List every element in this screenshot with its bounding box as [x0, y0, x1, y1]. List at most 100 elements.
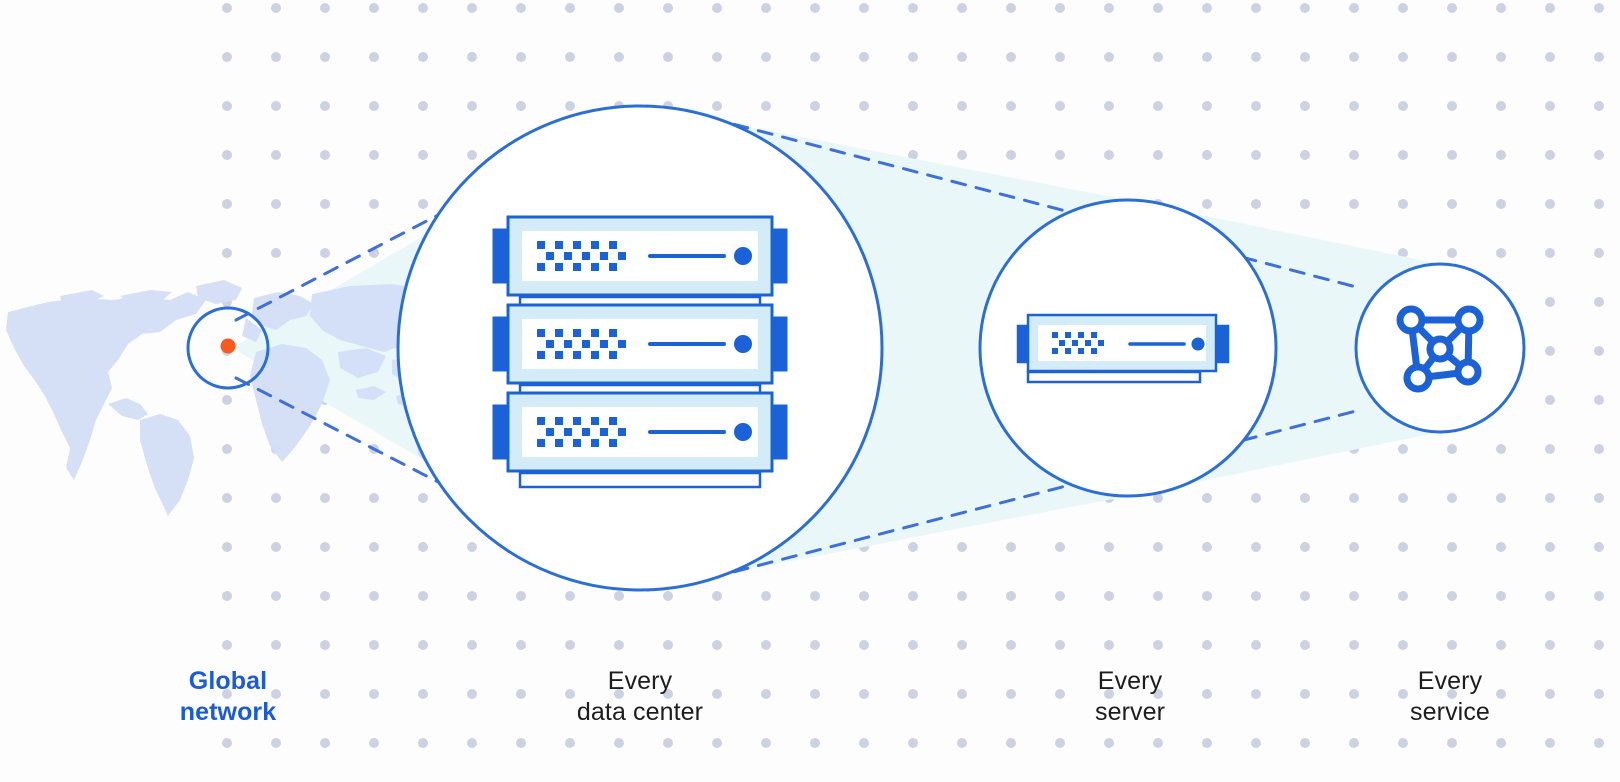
grid-dot: [908, 640, 918, 650]
grid-dot: [1594, 150, 1604, 160]
grid-dot: [1594, 493, 1604, 503]
grid-dot: [908, 3, 918, 13]
grid-dot: [369, 493, 379, 503]
grid-dot: [908, 101, 918, 111]
grid-dot: [810, 591, 820, 601]
grid-dot: [1055, 52, 1065, 62]
grid-dot: [1202, 493, 1212, 503]
caption-server: Every server: [1094, 667, 1166, 726]
grid-dot: [467, 101, 477, 111]
grid-dot: [1104, 738, 1114, 748]
grid-dot: [369, 542, 379, 552]
grid-dot: [1006, 640, 1016, 650]
grid-dot: [957, 640, 967, 650]
grid-dot: [1594, 738, 1604, 748]
grid-dot: [516, 3, 526, 13]
grid-dot: [1545, 542, 1555, 552]
grid-dot: [369, 738, 379, 748]
grid-dot: [712, 640, 722, 650]
single-server-icon: [1016, 313, 1230, 384]
grid-dot: [271, 3, 281, 13]
grid-dot: [1496, 542, 1506, 552]
rack-unit: [492, 391, 788, 473]
grid-dot: [1545, 248, 1555, 258]
grid-dot: [1055, 150, 1065, 160]
grid-dot: [1251, 738, 1261, 748]
grid-dot: [810, 52, 820, 62]
grid-dot: [1055, 542, 1065, 552]
grid-dot: [859, 591, 869, 601]
grid-dot: [1153, 689, 1163, 699]
grid-dot: [271, 542, 281, 552]
grid-dot: [1055, 591, 1065, 601]
grid-dot: [614, 640, 624, 650]
grid-dot: [1496, 640, 1506, 650]
grid-dot: [1251, 689, 1261, 699]
caption-data-center: Every data center: [576, 667, 704, 726]
grid-dot: [271, 248, 281, 258]
grid-dot: [1594, 395, 1604, 405]
grid-dot: [1349, 591, 1359, 601]
grid-dot: [1447, 248, 1457, 258]
grid-dot: [663, 52, 673, 62]
grid-dot: [908, 150, 918, 160]
grid-dot: [614, 738, 624, 748]
grid-dot: [761, 3, 771, 13]
server-rack-icon: [492, 215, 788, 489]
grid-dot: [565, 591, 575, 601]
grid-dot: [1251, 640, 1261, 650]
grid-dot: [1300, 199, 1310, 209]
grid-dot: [1398, 444, 1408, 454]
grid-dot: [1006, 150, 1016, 160]
grid-dot: [761, 101, 771, 111]
grid-dot: [1055, 738, 1065, 748]
grid-dot: [1447, 3, 1457, 13]
grid-dot: [1153, 493, 1163, 503]
grid-dot: [222, 150, 232, 160]
grid-dot: [1545, 150, 1555, 160]
grid-dot: [516, 591, 526, 601]
grid-dot: [859, 689, 869, 699]
grid-dot: [1251, 542, 1261, 552]
grid-dot: [1496, 689, 1506, 699]
grid-dot: [320, 738, 330, 748]
grid-dot: [418, 101, 428, 111]
grid-dot: [1104, 101, 1114, 111]
grid-dot: [369, 150, 379, 160]
grid-dot: [222, 101, 232, 111]
grid-dot: [1104, 150, 1114, 160]
grid-dot: [1447, 101, 1457, 111]
grid-dot: [712, 689, 722, 699]
grid-dot: [663, 3, 673, 13]
grid-dot: [320, 493, 330, 503]
grid-dot: [1447, 52, 1457, 62]
grid-dot: [761, 640, 771, 650]
grid-dot: [320, 542, 330, 552]
grid-dot: [1496, 3, 1506, 13]
grid-dot: [1594, 346, 1604, 356]
grid-dot: [516, 738, 526, 748]
grid-dot: [320, 444, 330, 454]
grid-dot: [1398, 591, 1408, 601]
grid-dot: [418, 640, 428, 650]
grid-dot: [467, 689, 477, 699]
grid-dot: [222, 395, 232, 405]
grid-dot: [1545, 297, 1555, 307]
grid-dot: [320, 591, 330, 601]
grid-dot: [1398, 101, 1408, 111]
grid-dot: [222, 493, 232, 503]
grid-dot: [1398, 689, 1408, 699]
grid-dot: [271, 591, 281, 601]
grid-dot: [908, 542, 918, 552]
grid-dot: [712, 591, 722, 601]
grid-dot: [1104, 591, 1114, 601]
grid-dot: [712, 3, 722, 13]
grid-dot: [1545, 738, 1555, 748]
grid-dot: [1006, 52, 1016, 62]
grid-dot: [1594, 101, 1604, 111]
grid-dot: [957, 689, 967, 699]
grid-dot: [1202, 150, 1212, 160]
grid-dot: [810, 738, 820, 748]
grid-dot: [1349, 689, 1359, 699]
